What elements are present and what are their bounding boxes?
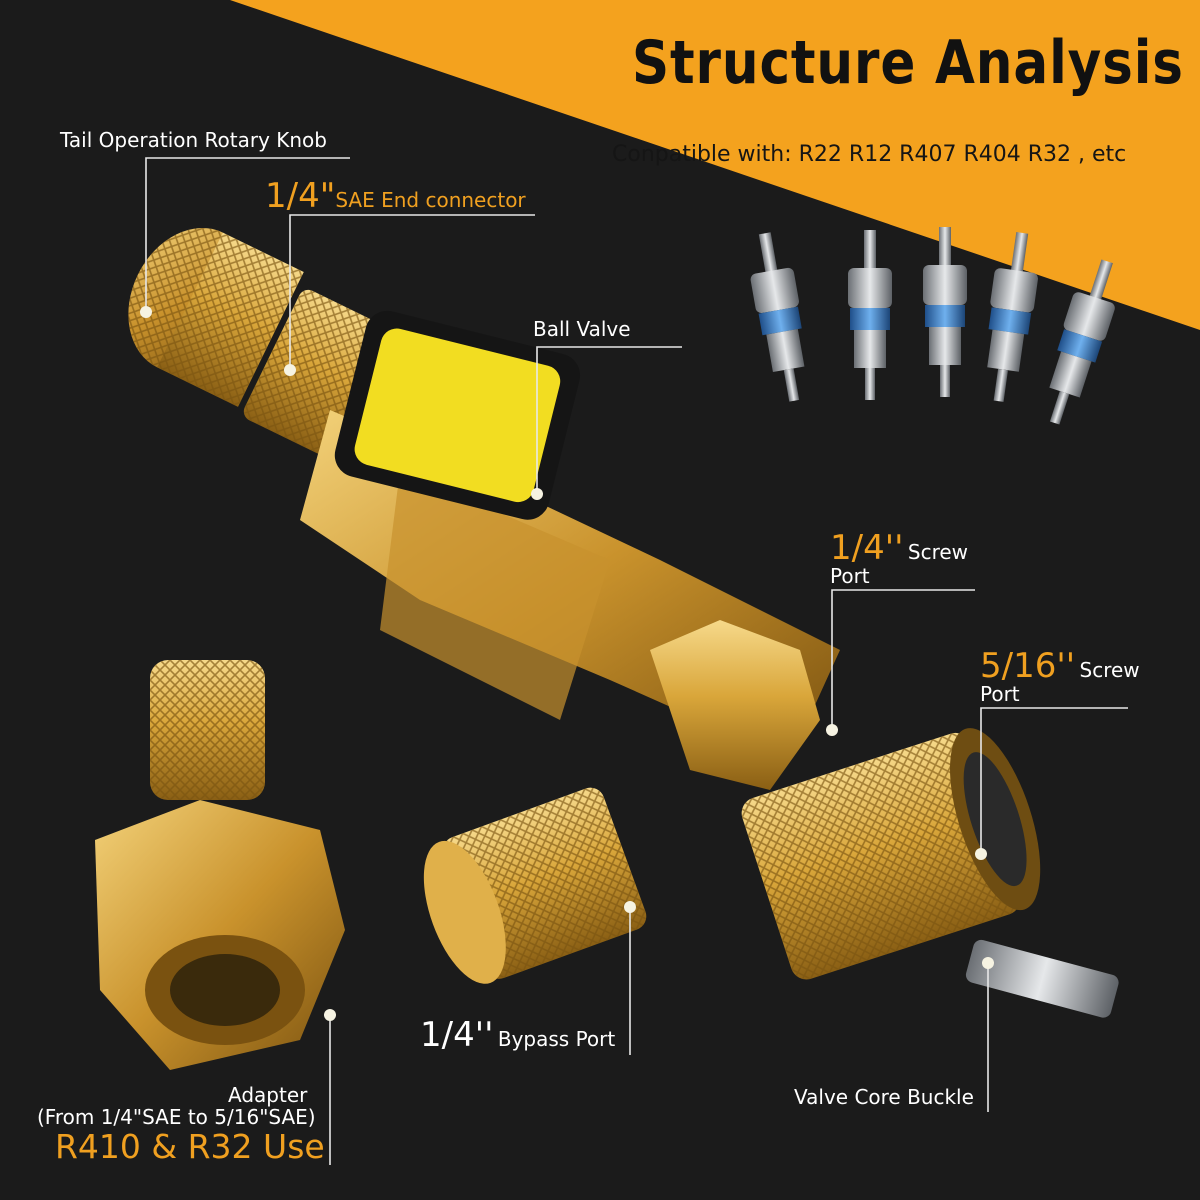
dot-516-screw (975, 848, 987, 860)
callout-quarter-screw (831, 589, 975, 728)
label-bypass: 1/4'' Bypass Port (420, 1015, 615, 1055)
label-adapter-sub: (From 1/4"SAE to 5/16"SAE) (37, 1105, 316, 1129)
label-516-screw-port: Port (980, 682, 1020, 706)
label-quarter-screw-word: Screw (907, 540, 969, 564)
screw-port-coupler (741, 728, 1041, 980)
dot-quarter-screw (826, 724, 838, 736)
dot-valve-core (982, 957, 994, 969)
dot-sae-end (284, 364, 296, 376)
callout-ball-valve (536, 346, 682, 492)
callout-lines (145, 157, 1128, 1165)
dot-tail-knob (140, 306, 152, 318)
label-ball-valve: Ball Valve (533, 317, 631, 341)
label-adapter-use: R410 & R32 Use (55, 1127, 325, 1166)
compatibility-text: Conpatible with: R22 R12 R407 R404 R32 ,… (612, 142, 1127, 167)
dot-ball-valve (531, 488, 543, 500)
callout-sae-end (289, 214, 535, 368)
core-remover-tool (128, 227, 1119, 1018)
callout-dots (140, 306, 994, 1021)
spare-valve-cores (750, 227, 1115, 425)
label-516-screw-size: 5/16'' (980, 646, 1076, 686)
label-516-screw-word: Screw (1079, 658, 1140, 682)
callout-516-screw (980, 707, 1128, 852)
label-quarter-screw-size: 1/4'' (830, 528, 904, 568)
callout-tail-knob (145, 157, 350, 310)
adapter-fitting (95, 660, 345, 1070)
dot-bypass (624, 901, 636, 913)
label-valve-core-buckle: Valve Core Buckle (794, 1085, 974, 1109)
label-sae-end: 1/4"SAE End connector (265, 176, 526, 216)
bypass-port (423, 787, 647, 984)
ball-valve-handle (334, 310, 581, 520)
valve-core-buckle (965, 939, 1119, 1018)
label-adapter: Adapter (228, 1083, 308, 1107)
orange-banner (230, 0, 1200, 330)
label-quarter-screw: 1/4'' Screw (830, 528, 968, 568)
label-tail-knob: Tail Operation Rotary Knob (60, 128, 327, 152)
hex-nut (650, 620, 820, 790)
label-516-screw: 5/16'' Screw (980, 646, 1140, 686)
label-bypass-text: Bypass Port (497, 1027, 616, 1051)
dot-adapter (324, 1009, 336, 1021)
label-quarter-screw-port: Port (830, 564, 870, 588)
tail-rotary-knob (128, 227, 304, 407)
page-title: Structure Analysis (632, 28, 1184, 98)
label-bypass-size: 1/4'' (420, 1015, 494, 1055)
label-sae-end-size: 1/4" (265, 176, 336, 216)
label-sae-end-text: SAE End connector (335, 188, 526, 212)
